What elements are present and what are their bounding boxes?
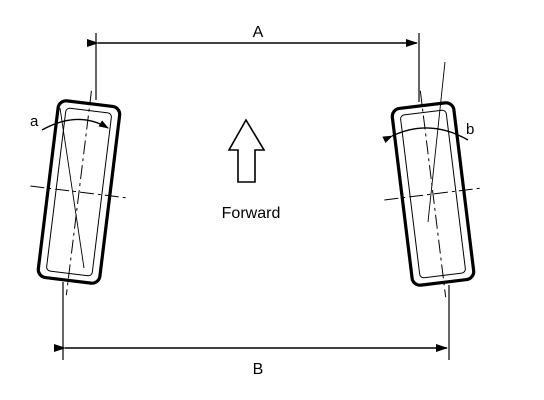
- left-angle-arc: [41, 118, 109, 131]
- forward-arrow-icon: [227, 118, 266, 183]
- left-wheel-centerline: [65, 90, 92, 296]
- dimension-a: A: [87, 24, 420, 102]
- right-reference-line: [427, 61, 446, 223]
- angle-b-label: b: [466, 121, 474, 138]
- dim-a-label: A: [253, 24, 264, 41]
- right-angle-arc: [382, 127, 469, 144]
- angle-a-label: a: [30, 113, 39, 130]
- right-wheel: [384, 90, 484, 298]
- left-reference-line: [59, 107, 85, 269]
- right-axle-line: [384, 187, 484, 201]
- forward-label: Forward: [222, 205, 281, 222]
- dim-b-label: B: [253, 361, 264, 378]
- left-axle-line: [30, 185, 128, 199]
- dimension-b: B: [54, 282, 450, 378]
- right-wheel-centerline: [419, 90, 447, 298]
- left-wheel: [30, 90, 128, 296]
